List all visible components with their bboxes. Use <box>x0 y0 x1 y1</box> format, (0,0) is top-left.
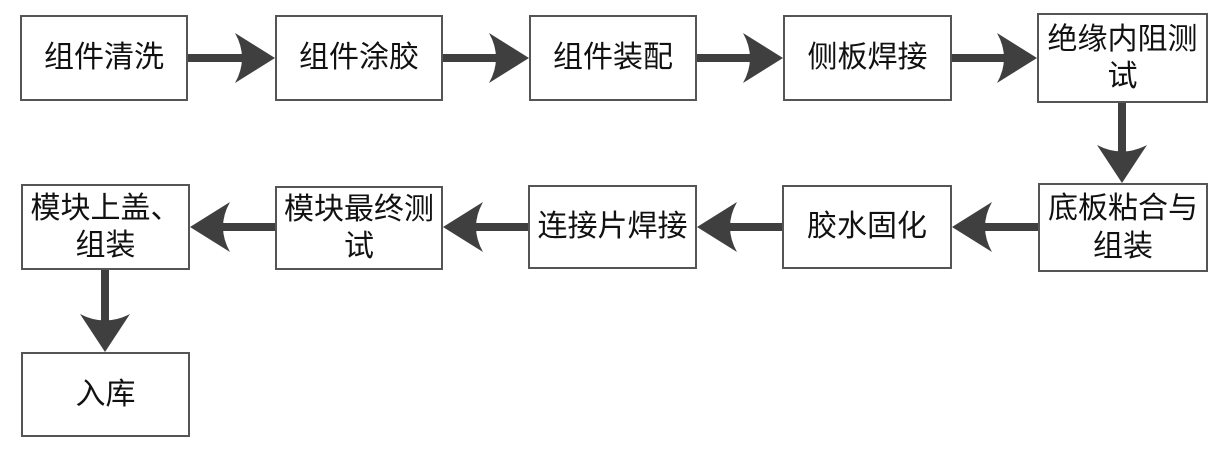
arrow-left-icon <box>697 202 782 252</box>
node-module-top-cover-assembly: 模块上盖、组装 <box>21 184 190 270</box>
arrow-right-icon <box>697 33 783 83</box>
node-label: 组件清洗 <box>44 41 164 75</box>
node-component-cleaning: 组件清洗 <box>20 15 188 101</box>
arrow-left-icon <box>952 202 1038 252</box>
arrow-left-icon <box>190 202 275 252</box>
arrow-right-icon <box>443 33 529 83</box>
node-label: 组件装配 <box>553 41 673 75</box>
node-label: 入库 <box>75 377 136 411</box>
node-label: 组件涂胶 <box>299 41 419 75</box>
node-glue-curing: 胶水固化 <box>782 185 952 269</box>
arrow-right-icon <box>952 33 1037 83</box>
node-label: 底板粘合与组装 <box>1048 192 1198 263</box>
node-label: 胶水固化 <box>807 210 927 244</box>
arrow-right-icon <box>188 33 275 83</box>
node-warehousing: 入库 <box>21 352 190 437</box>
node-label: 模块上盖、组装 <box>30 191 181 263</box>
node-insulation-resistance-test: 绝缘内阻测试 <box>1037 13 1208 103</box>
arrow-down-icon <box>1097 103 1147 183</box>
node-module-final-test: 模块最终测试 <box>275 186 443 270</box>
node-side-plate-welding: 侧板焊接 <box>783 15 952 101</box>
node-component-assembly: 组件装配 <box>529 15 697 101</box>
arrow-left-icon <box>443 202 528 252</box>
node-bottom-plate-bonding-assembly: 底板粘合与组装 <box>1038 183 1208 272</box>
node-label: 模块最终测试 <box>284 192 434 264</box>
node-component-gluing: 组件涂胶 <box>275 15 443 101</box>
node-connecting-piece-welding: 连接片焊接 <box>528 185 697 269</box>
node-label: 侧板焊接 <box>807 41 928 75</box>
node-label: 绝缘内阻测试 <box>1047 22 1198 94</box>
node-label: 连接片焊接 <box>537 210 688 244</box>
arrow-down-icon <box>80 270 130 352</box>
